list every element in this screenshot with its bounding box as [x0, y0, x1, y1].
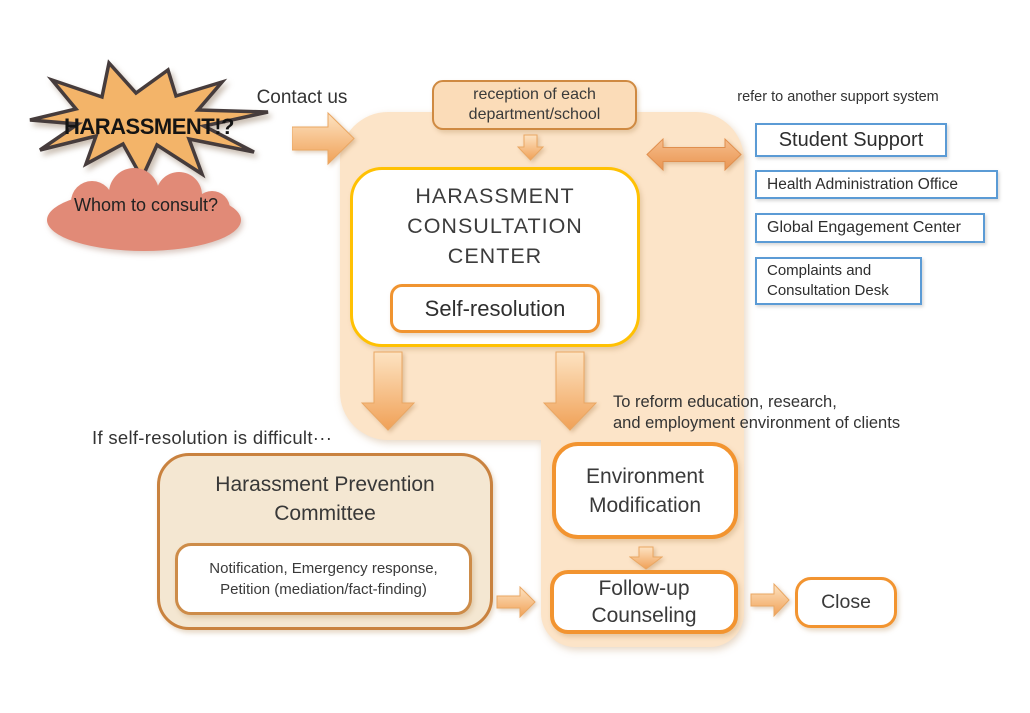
support-box-complaints-consultation-desk: Complaints and Consultation Desk — [755, 257, 922, 305]
followup-counseling-box: Follow-up Counseling — [550, 570, 738, 634]
support-box-global-engagement-center: Global Engagement Center — [755, 213, 985, 243]
contact-us-label: Contact us — [256, 87, 348, 108]
reception-down-arrow-icon — [517, 134, 544, 161]
whom-to-consult-cloud-shape — [47, 168, 241, 251]
consultation-center-title: HARASSMENT CONSULTATION CENTER — [407, 184, 583, 268]
refer-caption: refer to another support system — [737, 89, 939, 105]
refer-double-arrow-icon — [646, 137, 742, 172]
modification-path-down-arrow-icon — [543, 351, 597, 431]
environment-modification-box: Environment Modification — [552, 442, 738, 539]
harassment-starburst-label: HARASSMENT!? — [64, 114, 235, 139]
committee-path-down-arrow-icon — [361, 351, 415, 431]
support-box-student-support: Student Support — [755, 123, 947, 157]
support-box-health-administration-office: Health Administration Office — [755, 170, 998, 199]
environment-to-followup-arrow-icon — [629, 546, 663, 570]
contact-arrow-icon — [292, 111, 355, 166]
close-box: Close — [795, 577, 897, 628]
committee-actions-box: Notification, Emergency response, Petiti… — [175, 543, 472, 615]
self-resolution-difficult-label: If self-resolution is difficult··· — [92, 427, 333, 448]
harassment-prevention-committee-title: Harassment Prevention Committee — [215, 473, 435, 525]
reception-box: reception of each department/school — [432, 80, 637, 130]
self-resolution-box: Self-resolution — [390, 284, 600, 333]
reform-environment-note: To reform education, research, and emplo… — [613, 393, 901, 432]
whom-to-consult-label: Whom to consult? — [73, 195, 219, 215]
followup-to-close-arrow-icon — [750, 582, 790, 618]
harassment-starburst-shape — [29, 59, 269, 182]
committee-to-followup-arrow-icon — [496, 586, 536, 618]
